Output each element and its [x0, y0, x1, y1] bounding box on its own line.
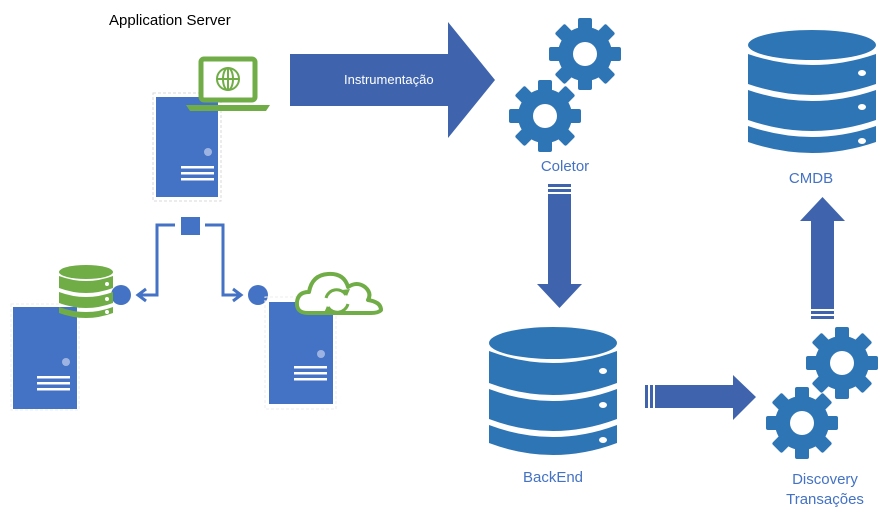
discovery-label-line1: Discovery [792, 471, 858, 488]
cloud-server-node [264, 271, 383, 410]
db-server-node [10, 265, 113, 411]
instrumentacao-arrow [290, 22, 495, 138]
cmdb-label: CMDB [788, 170, 834, 187]
backend-label: BackEnd [522, 469, 584, 486]
cloud-sync-icon [294, 271, 383, 315]
cmdb-database-icon [748, 30, 876, 153]
discovery-label: Discovery Transações [770, 470, 880, 510]
laptop-globe-icon [186, 56, 270, 111]
coletor-label: Coletor [540, 158, 590, 175]
server-icon [13, 307, 77, 409]
server-icon [156, 97, 218, 197]
database-icon [59, 265, 113, 318]
discovery-gears-icon [766, 327, 878, 459]
connector-left [138, 223, 175, 297]
coletor-gears-icon [509, 18, 621, 152]
backend-to-discovery-arrow [645, 375, 756, 420]
connector-right [205, 223, 241, 297]
server-icon [269, 302, 333, 404]
gear-icon [766, 387, 838, 459]
gear-icon [509, 80, 581, 152]
discovery-label-line2: Transações [786, 491, 864, 508]
gear-icon [806, 327, 878, 399]
app-server-title: Application Server [109, 12, 231, 29]
connector-endpoint-right [248, 285, 268, 305]
gear-icon [549, 18, 621, 90]
instrumentacao-label: Instrumentação [344, 72, 434, 87]
connector-endpoint-left [111, 285, 131, 305]
app-server-node [152, 56, 270, 202]
coletor-to-backend-arrow [537, 184, 582, 308]
connector-hub [181, 217, 200, 235]
discovery-to-cmdb-arrow [800, 197, 845, 319]
backend-database-icon [489, 327, 617, 455]
